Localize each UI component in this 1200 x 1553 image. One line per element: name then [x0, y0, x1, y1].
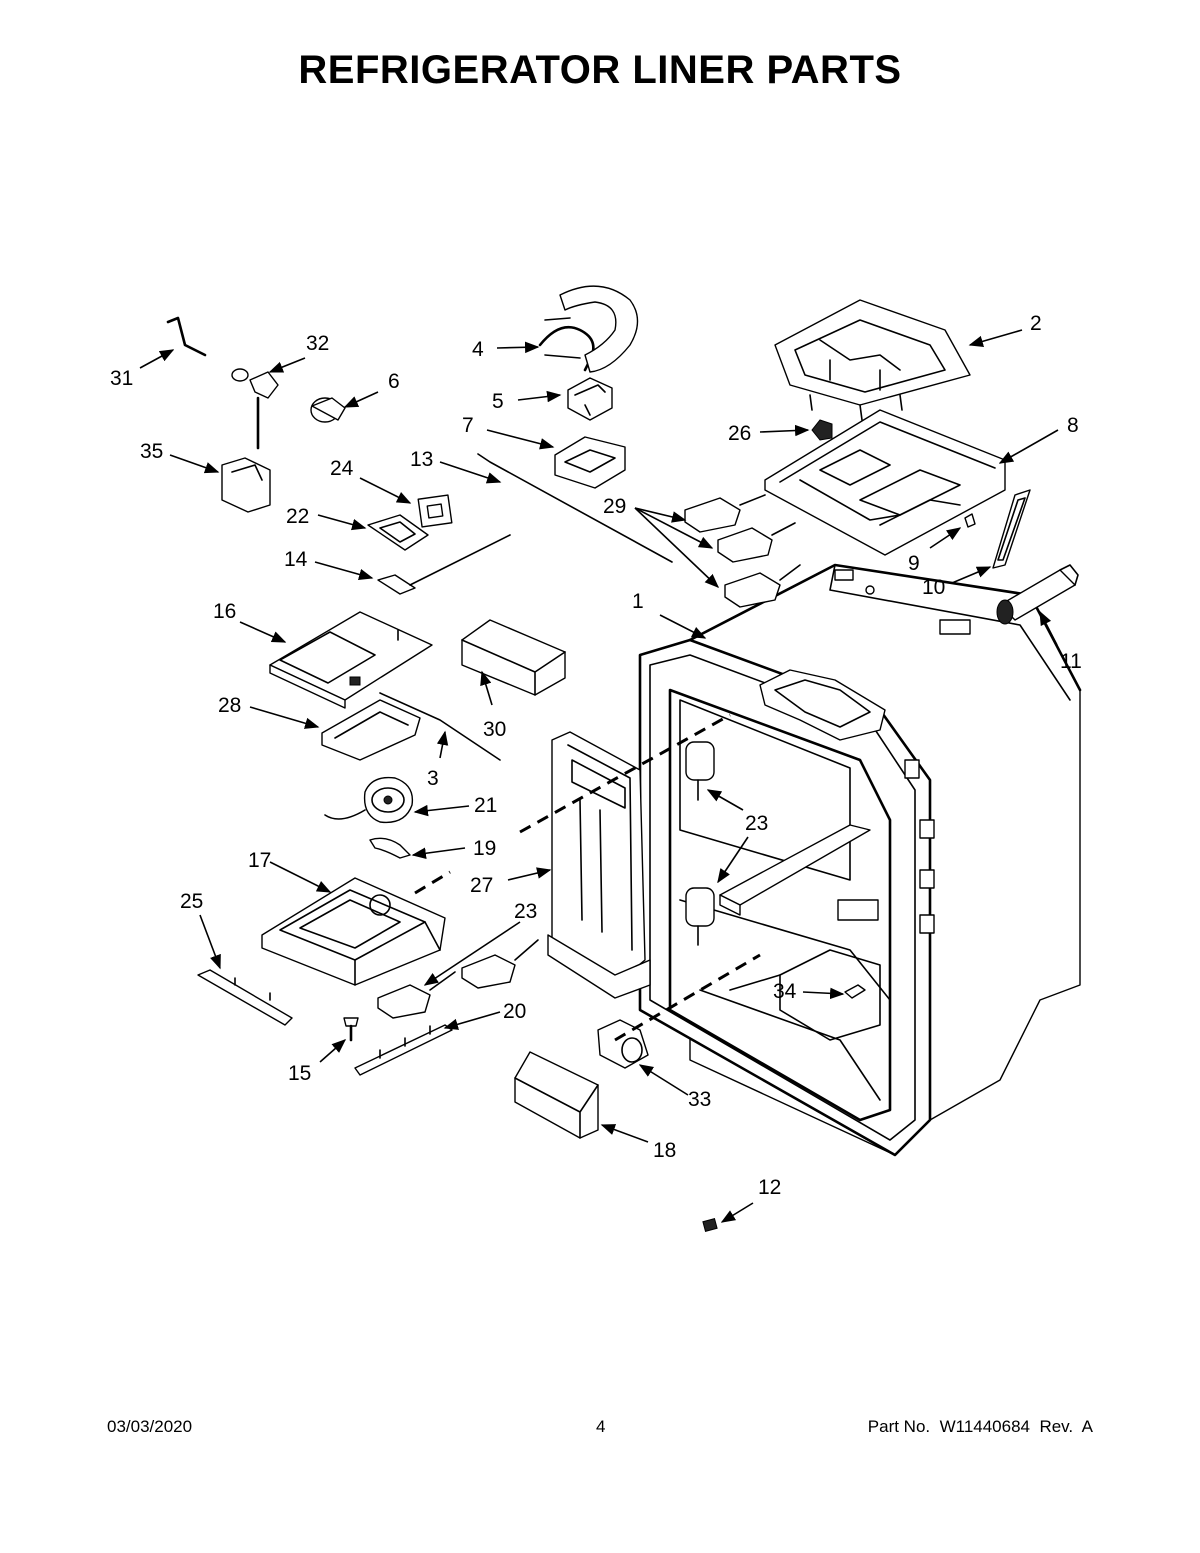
- part-31-fitting[interactable]: [166, 316, 207, 357]
- callout-22: 22: [286, 505, 309, 528]
- callout-23: 23: [745, 812, 768, 835]
- callout-34: 34: [773, 980, 797, 1003]
- page-title: REFRIGERATOR LINER PARTS: [298, 48, 902, 92]
- part-20-strip[interactable]: [354, 1024, 453, 1076]
- callout-13: 13: [410, 448, 433, 471]
- part-14-sensor[interactable]: [377, 534, 511, 595]
- part-12-clip[interactable]: [702, 1218, 718, 1232]
- callout-19: 19: [473, 837, 496, 860]
- callout-24: 24: [330, 457, 354, 480]
- callout-28: 28: [218, 694, 241, 717]
- callout-4: 4: [472, 338, 484, 361]
- part-21-fan[interactable]: [324, 776, 414, 824]
- part-28-board[interactable]: [321, 699, 421, 761]
- part-22-gasket[interactable]: [367, 514, 429, 551]
- part-24-gasket[interactable]: [417, 494, 453, 528]
- callout-18: 18: [653, 1139, 676, 1162]
- liner-part[interactable]: [638, 563, 1082, 1157]
- part-27-air-duct[interactable]: [547, 731, 651, 999]
- part-30-cover[interactable]: [461, 619, 566, 696]
- part-19-foam[interactable]: [369, 837, 411, 859]
- callout-16: 16: [213, 600, 236, 623]
- part-18-drawer[interactable]: [514, 1051, 599, 1139]
- footer-page-number: 4: [596, 1417, 606, 1436]
- part-32-valve[interactable]: [231, 368, 279, 399]
- top-bracket-part[interactable]: [774, 299, 971, 421]
- part-29-modules[interactable]: [684, 494, 801, 608]
- callout-15: 15: [288, 1062, 311, 1085]
- callout-8: 8: [1067, 414, 1079, 437]
- callout-9: 9: [908, 552, 920, 575]
- part-16-control-board[interactable]: [269, 611, 433, 709]
- footer-date: 03/03/2020: [107, 1417, 193, 1436]
- part-3-wire[interactable]: [379, 692, 501, 761]
- callout-35: 35: [140, 440, 163, 463]
- part-9-clip[interactable]: [964, 513, 976, 528]
- callout-6: 6: [388, 370, 400, 393]
- part-15-screw[interactable]: [343, 1017, 359, 1042]
- part-17-fan-housing[interactable]: [261, 877, 446, 986]
- part-23-modules[interactable]: [377, 939, 539, 1019]
- callout-26: 26: [728, 422, 751, 445]
- callout-29: 29: [603, 495, 626, 518]
- part-26-clip[interactable]: [811, 419, 833, 441]
- part-10-filter-cover[interactable]: [992, 489, 1031, 569]
- callout-3: 3: [427, 767, 439, 790]
- callout-30: 30: [483, 718, 506, 741]
- callout-1: 1: [632, 590, 644, 613]
- callout-5: 5: [492, 390, 504, 413]
- part-34-clip[interactable]: [844, 984, 866, 999]
- callout-12: 12: [758, 1176, 781, 1199]
- callout-33: 33: [688, 1088, 711, 1111]
- callout-23b: 23: [514, 900, 537, 923]
- callout-27: 27: [470, 874, 493, 897]
- callout-10: 10: [922, 576, 945, 599]
- part-13-rod[interactable]: [477, 453, 673, 563]
- part-23-liner-modules[interactable]: [685, 741, 715, 946]
- part-11-water-filter[interactable]: [996, 564, 1079, 625]
- part-7-housing[interactable]: [554, 436, 626, 489]
- part-35-bracket[interactable]: [221, 457, 271, 513]
- callout-7: 7: [462, 414, 474, 437]
- callout-21: 21: [474, 794, 497, 817]
- part-25-strip[interactable]: [197, 969, 293, 1026]
- callout-25: 25: [180, 890, 203, 913]
- callout-11: 11: [1060, 650, 1082, 673]
- callout-20: 20: [503, 1000, 526, 1023]
- callout-17: 17: [248, 849, 271, 872]
- callout-2: 2: [1030, 312, 1042, 335]
- part-4-tubing[interactable]: [538, 285, 639, 373]
- callout-14: 14: [284, 548, 308, 571]
- callout-31: 31: [110, 367, 133, 390]
- part-33-damper[interactable]: [597, 1019, 649, 1069]
- part-6-fitting[interactable]: [310, 397, 346, 423]
- footer-part-number: Part No. W11440684 Rev. A: [867, 1417, 1093, 1436]
- callout-32: 32: [306, 332, 329, 355]
- part-5-valve[interactable]: [567, 377, 613, 421]
- control-panel-part[interactable]: [764, 409, 1006, 556]
